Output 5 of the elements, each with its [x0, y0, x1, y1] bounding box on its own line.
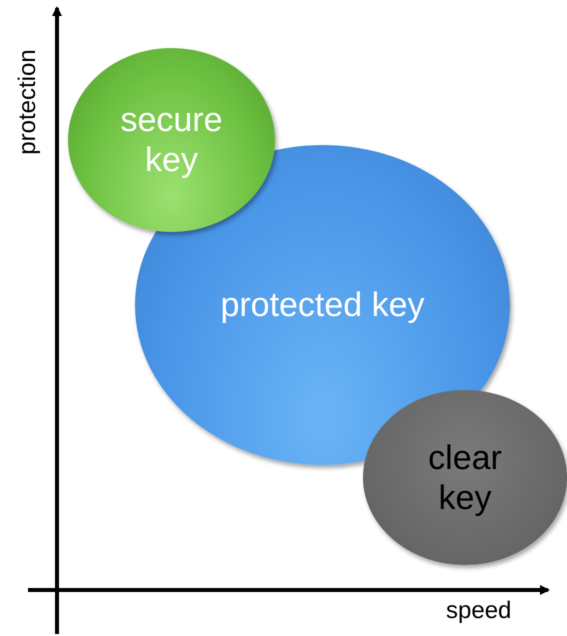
node-label: secure key: [119, 100, 224, 180]
node-label: protected key: [219, 285, 426, 325]
node-label: clear key: [427, 438, 503, 518]
axis-label: protection: [14, 48, 42, 157]
axis-label: speed: [446, 597, 512, 625]
